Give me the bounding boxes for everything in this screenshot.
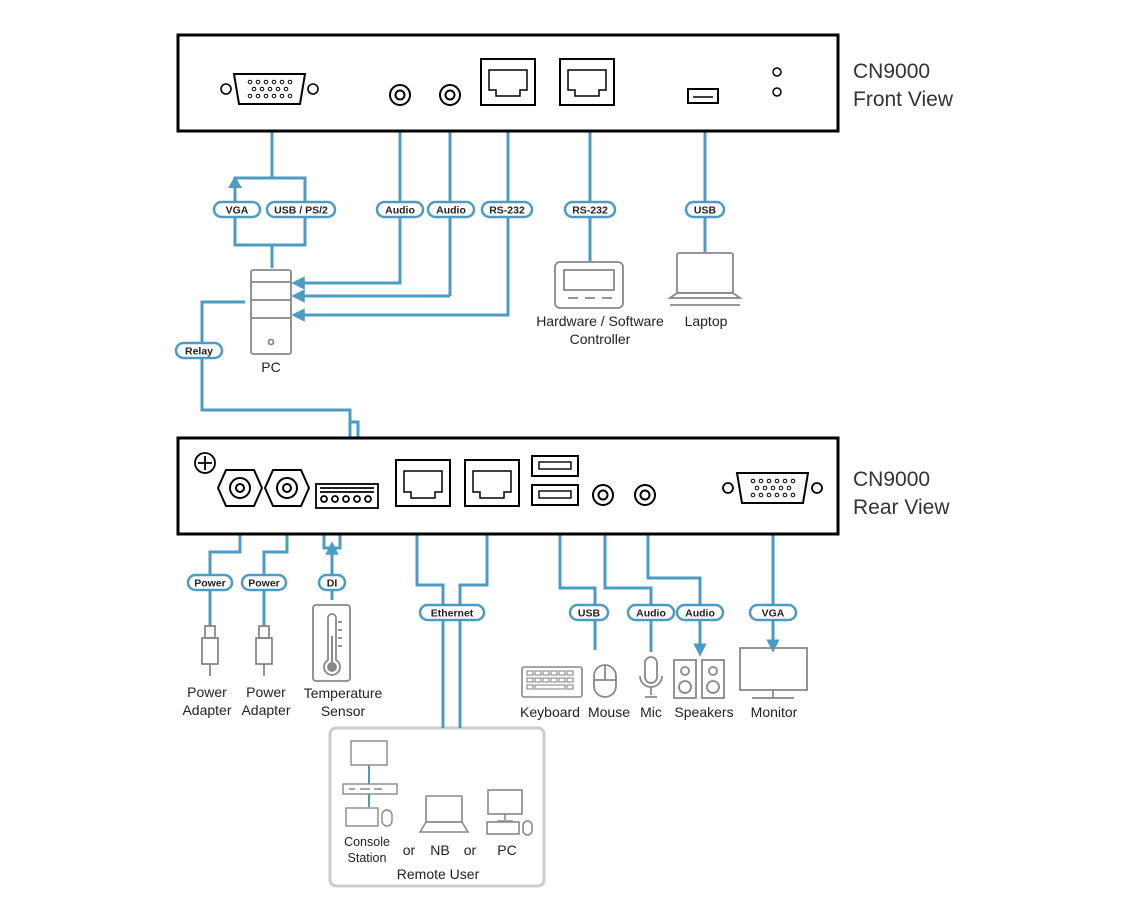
mic-label: Mic bbox=[640, 704, 662, 720]
or-label-1: or bbox=[403, 842, 416, 858]
svg-text:DI: DI bbox=[327, 578, 338, 590]
led-indicator-icon bbox=[772, 67, 782, 97]
controller-icon bbox=[554, 261, 624, 309]
rear-vga-port-icon bbox=[722, 472, 823, 504]
power-adapter-1-label-2: Adapter bbox=[182, 702, 231, 718]
ethernet-port-icon bbox=[395, 459, 520, 507]
monitor-label: Monitor bbox=[751, 704, 798, 720]
vga-port-icon bbox=[220, 73, 319, 105]
svg-text:Audio: Audio bbox=[385, 205, 415, 217]
keyboard-icon bbox=[521, 666, 583, 698]
cn9000-rear-panel bbox=[176, 436, 840, 536]
console-station-icon bbox=[342, 740, 398, 827]
svg-text:Power: Power bbox=[248, 578, 280, 590]
thermometer-icon bbox=[312, 604, 351, 682]
tag-rs232-1: RS-232 bbox=[480, 200, 534, 219]
rear-title-1: CN9000 bbox=[853, 468, 930, 491]
svg-text:USB: USB bbox=[694, 205, 717, 217]
tag-vga-monitor: VGA bbox=[748, 603, 798, 622]
tag-rs232-2: RS-232 bbox=[563, 200, 617, 219]
rear-audio-jack-icon bbox=[592, 484, 656, 506]
power-adapter-2-label-2: Adapter bbox=[241, 702, 290, 718]
pc-label: PC bbox=[261, 359, 280, 375]
laptop-icon bbox=[667, 252, 743, 306]
terminal-block-icon bbox=[315, 483, 379, 509]
laptop-label: Laptop bbox=[685, 313, 728, 329]
keyboard-label: Keyboard bbox=[520, 704, 580, 720]
mic-icon bbox=[639, 656, 663, 698]
or-label-2: or bbox=[464, 842, 477, 858]
pc-tower-icon bbox=[250, 269, 292, 355]
tag-vga: VGA bbox=[212, 200, 262, 219]
power-adapter-2-label-1: Power bbox=[246, 684, 286, 700]
rj45-port-icon bbox=[480, 58, 615, 106]
tag-usb-ps2: USB / PS/2 bbox=[265, 200, 337, 219]
svg-text:Audio: Audio bbox=[636, 608, 666, 620]
svg-text:Audio: Audio bbox=[685, 608, 715, 620]
tag-audio-mic: Audio bbox=[626, 603, 676, 622]
svg-text:USB / PS/2: USB / PS/2 bbox=[274, 205, 328, 217]
front-title-1: CN9000 bbox=[853, 60, 930, 83]
console-label-1: Console bbox=[344, 835, 390, 849]
tag-di: DI bbox=[317, 573, 347, 592]
remote-pc-label: PC bbox=[497, 842, 516, 858]
ground-screw-icon bbox=[194, 452, 216, 474]
nb-label: NB bbox=[430, 842, 449, 858]
audio-jack-icon bbox=[389, 84, 461, 106]
relay-cable bbox=[200, 300, 352, 488]
audio-cable-1 bbox=[291, 106, 402, 290]
svg-text:RS-232: RS-232 bbox=[572, 205, 608, 217]
svg-text:Power: Power bbox=[194, 578, 226, 590]
svg-text:USB: USB bbox=[578, 608, 601, 620]
speakers-label: Speakers bbox=[674, 704, 733, 720]
svg-text:Audio: Audio bbox=[436, 205, 466, 217]
mini-usb-port-icon bbox=[687, 88, 719, 104]
tag-relay: Relay bbox=[174, 341, 224, 360]
tag-usb-laptop: USB bbox=[684, 200, 726, 219]
rear-title-2: Rear View bbox=[853, 496, 950, 519]
tag-audio-1: Audio bbox=[375, 200, 425, 219]
tag-usb-rear: USB bbox=[568, 603, 610, 622]
tag-ethernet: Ethernet bbox=[418, 603, 486, 622]
power-adapter-1-label-1: Power bbox=[187, 684, 227, 700]
temp-sensor-label-2: Sensor bbox=[321, 703, 366, 719]
rs232-cable-pc bbox=[291, 106, 510, 322]
cable-tags: VGA USB / PS/2 Audio Audio RS-232 RS-232… bbox=[174, 200, 798, 622]
temp-sensor-label-1: Temperature bbox=[304, 685, 383, 701]
usb-port-icon bbox=[531, 455, 579, 506]
tag-power-2: Power bbox=[240, 573, 288, 592]
svg-text:Relay: Relay bbox=[185, 346, 213, 358]
front-title-2: Front View bbox=[853, 88, 954, 111]
svg-text:VGA: VGA bbox=[226, 205, 249, 217]
tag-audio-speakers: Audio bbox=[675, 603, 725, 622]
console-label-2: Station bbox=[348, 851, 387, 865]
hw-controller-label-1: Hardware / Software bbox=[536, 313, 664, 329]
tag-audio-2: Audio bbox=[426, 200, 476, 219]
mouse-icon bbox=[593, 664, 617, 698]
hw-controller-label-2: Controller bbox=[570, 331, 631, 347]
mouse-label: Mouse bbox=[588, 704, 630, 720]
svg-text:Ethernet: Ethernet bbox=[431, 608, 474, 620]
remote-user-panel bbox=[328, 726, 546, 888]
remote-user-label: Remote User bbox=[397, 866, 480, 882]
cables bbox=[200, 106, 780, 728]
svg-text:VGA: VGA bbox=[762, 608, 785, 620]
power-adapter-icon bbox=[201, 625, 273, 676]
speakers-icon bbox=[673, 659, 725, 699]
svg-text:RS-232: RS-232 bbox=[489, 205, 525, 217]
vga-arrow bbox=[228, 176, 242, 188]
remote-pc-icon bbox=[486, 789, 533, 836]
nb-icon bbox=[418, 795, 470, 833]
tag-power-1: Power bbox=[186, 573, 234, 592]
monitor-icon bbox=[739, 647, 808, 699]
power-jack-icon bbox=[216, 469, 311, 507]
